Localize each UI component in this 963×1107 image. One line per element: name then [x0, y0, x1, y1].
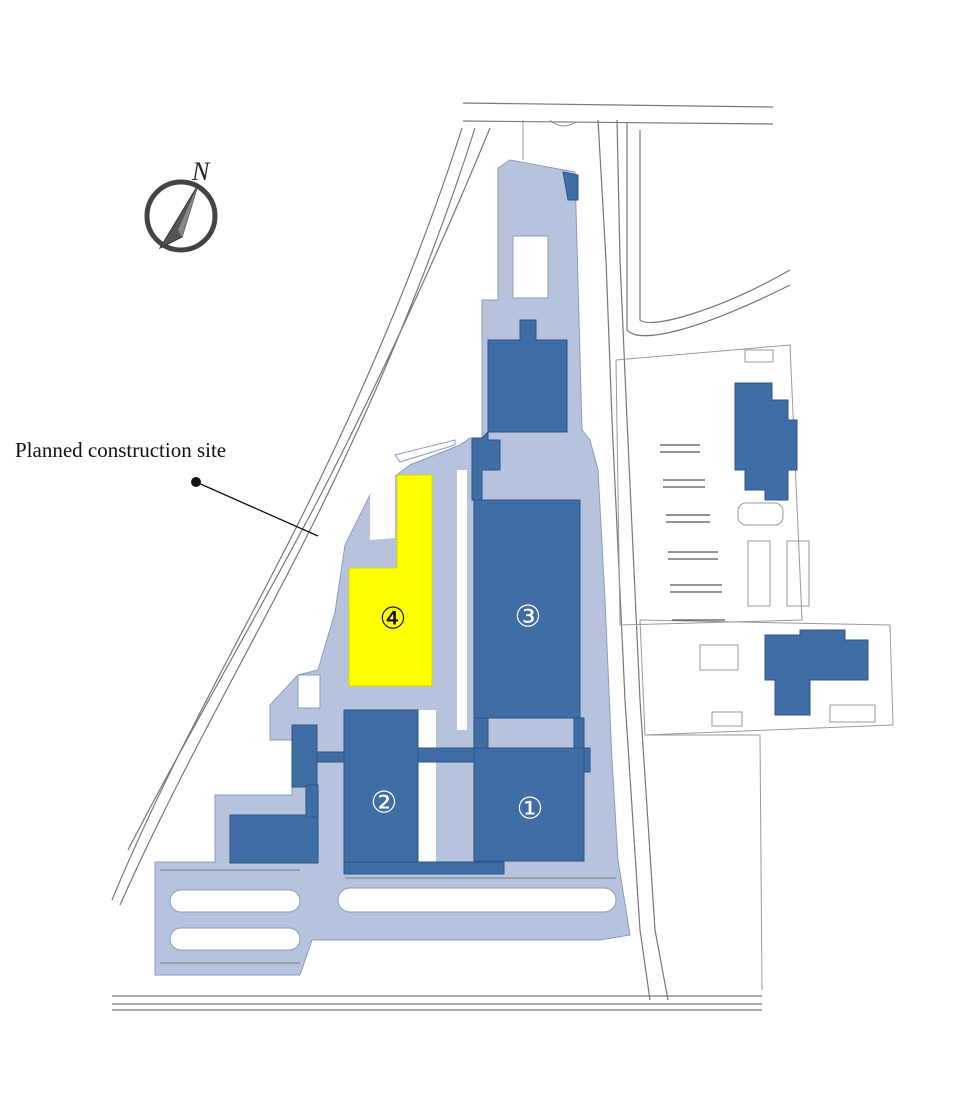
- building-4-label: ④: [380, 602, 407, 637]
- building-3-shape: [473, 499, 581, 719]
- construction-site-annotation: Planned construction site: [15, 438, 319, 537]
- compass-north-letter: N: [191, 157, 211, 186]
- building-north: [487, 319, 568, 433]
- building-2-shape: [343, 709, 419, 866]
- planned-construction-site: [348, 474, 433, 687]
- surrounding-roads: [111, 102, 894, 1011]
- annotation-leader-line: [195, 481, 319, 537]
- building-2-label: ②: [371, 786, 398, 821]
- building-3-label: ③: [515, 600, 542, 635]
- north-arrow: N: [144, 157, 218, 253]
- building-1-label: ①: [517, 792, 544, 827]
- building-1-shape: [473, 747, 585, 862]
- site-buildings: [229, 171, 591, 875]
- east-facility: [660, 349, 876, 727]
- annotation-label: Planned construction site: [15, 438, 226, 462]
